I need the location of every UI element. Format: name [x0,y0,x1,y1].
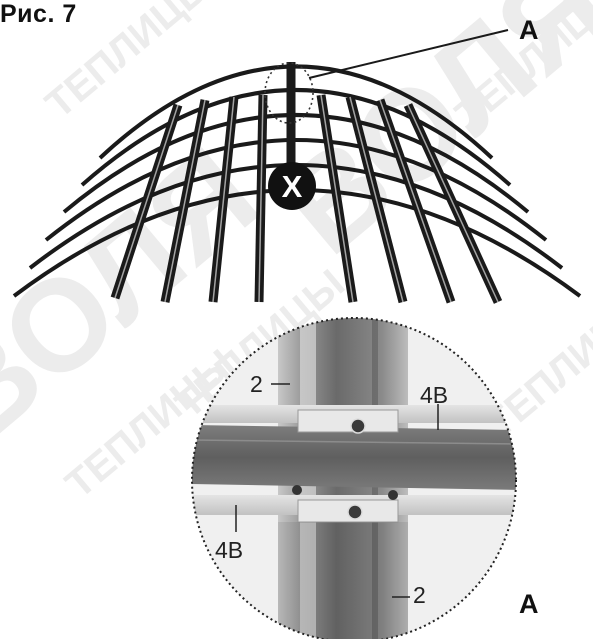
callout-a-leader [308,29,509,79]
arch-2 [80,88,512,187]
callout-a-bottom: A [519,589,539,619]
label-beam-4b-bottom: 4B [215,537,244,563]
x-marker-circle [268,162,316,210]
detail-a-marker [264,62,314,124]
label-post-2-bottom: 2 [413,582,426,608]
detail-a-view [192,318,516,639]
arch-4 [44,138,548,242]
bolt-top [350,418,366,434]
figure-title: Рис. 7 [0,0,77,28]
arch-1 [98,64,494,160]
label-beam-4b-top: 4B [420,382,449,408]
bolt-bottom [347,504,363,520]
arch-3 [62,113,530,214]
callout-a-top: A [519,15,539,45]
beam-main [192,425,516,490]
detail-a-border [191,317,517,639]
x-marker-label: X [282,169,303,204]
label-post-2-top: 2 [250,371,263,397]
